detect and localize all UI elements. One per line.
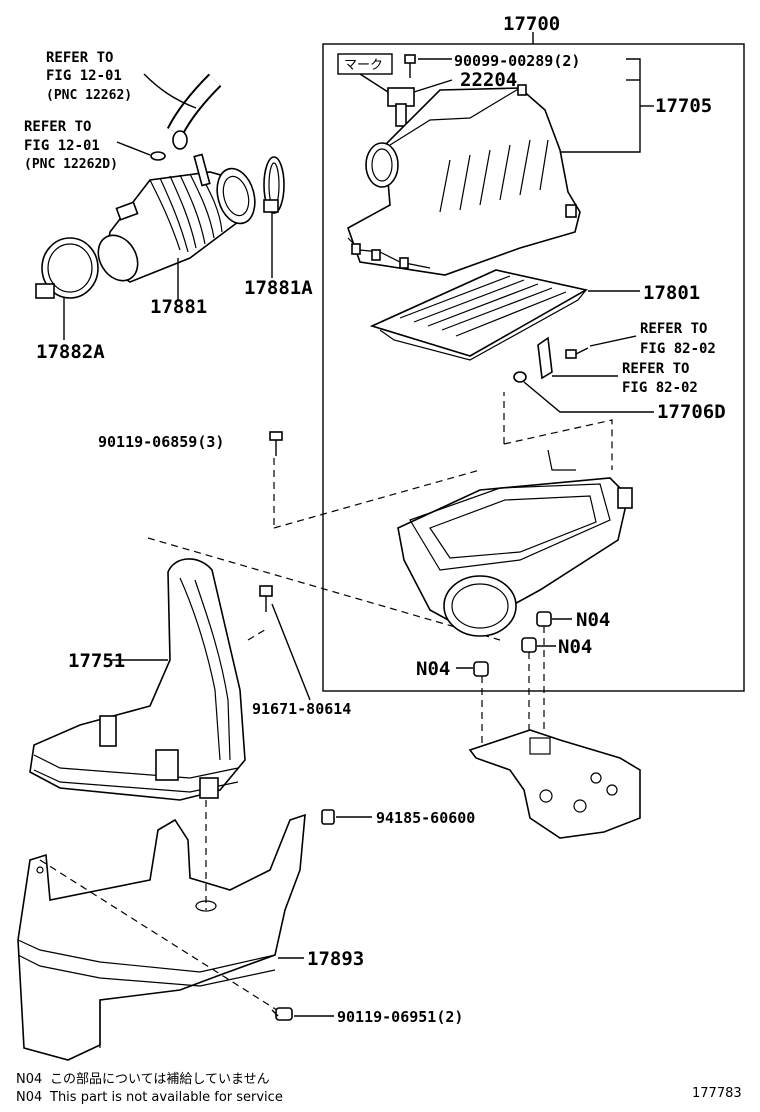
- label-17881[interactable]: 17881: [150, 296, 207, 318]
- sensor-22204: [387, 87, 415, 127]
- label-n04-3[interactable]: N04: [416, 658, 450, 680]
- ref-82-02-a[interactable]: REFER TO FIG 82-02: [640, 321, 716, 357]
- label-22204[interactable]: 22204: [460, 69, 517, 91]
- diagram-id: 177783: [692, 1086, 742, 1101]
- mark-box: [337, 53, 393, 75]
- label-17881a[interactable]: 17881A: [244, 277, 313, 299]
- small-clamp: [150, 151, 166, 161]
- footnote-text-jp: この部品については補給していません: [50, 1072, 270, 1087]
- air-cleaner-case: [397, 449, 633, 637]
- label-90099[interactable]: 90099-00289(2): [454, 52, 580, 70]
- filter-element-17801: [369, 269, 589, 361]
- clamp-17882a: [35, 237, 99, 299]
- cushion-n04-3: [473, 661, 489, 677]
- label-91671[interactable]: 91671-80614: [252, 700, 351, 718]
- intake-hose-17881: [97, 153, 256, 283]
- footnote-text-en: This part is not available for service: [49, 1090, 283, 1105]
- label-17705[interactable]: 17705: [655, 95, 712, 117]
- nut-94185: [321, 809, 335, 825]
- clip-91671: [259, 585, 273, 612]
- footnote-code-jp: N04: [16, 1072, 42, 1087]
- bolt-90099: [404, 54, 416, 78]
- label-17700[interactable]: 17700: [503, 13, 560, 35]
- ref-12262[interactable]: REFER TO FIG 12-01 (PNC 12262): [46, 50, 132, 103]
- mount-bracket: [468, 729, 641, 839]
- label-n04-1[interactable]: N04: [576, 609, 610, 631]
- label-90119-06859[interactable]: 90119-06859(3): [98, 433, 224, 451]
- air-cleaner-cap-17705: [347, 84, 581, 276]
- label-n04-2[interactable]: N04: [558, 636, 592, 658]
- label-90119-06951[interactable]: 90119-06951(2): [337, 1008, 463, 1026]
- ref-12262d[interactable]: REFER TO FIG 12-01 (PNC 12262D): [24, 119, 118, 172]
- air-inlet-17751: [29, 558, 246, 801]
- label-17801[interactable]: 17801: [643, 282, 700, 304]
- hose-segment: [166, 73, 222, 150]
- label-17882a[interactable]: 17882A: [36, 341, 105, 363]
- label-17751[interactable]: 17751: [68, 650, 125, 672]
- label-94185[interactable]: 94185-60600: [376, 809, 475, 827]
- bolt-90119-06859: [269, 431, 283, 456]
- bolt-82-02: [565, 347, 589, 359]
- label-17893[interactable]: 17893: [307, 948, 364, 970]
- cushion-n04-1: [536, 611, 552, 627]
- bracket-82-02: [537, 336, 553, 380]
- label-mark: マーク: [344, 58, 383, 73]
- bolt-90119-06951: [271, 1007, 293, 1021]
- clamp-17881a: [263, 156, 285, 214]
- footnote-code-en: N04: [16, 1090, 42, 1105]
- grommet-17706d: [513, 371, 527, 383]
- ref-82-02-b[interactable]: REFER TO FIG 82-02: [622, 361, 698, 396]
- label-17706d[interactable]: 17706D: [657, 401, 726, 423]
- cushion-n04-2: [521, 637, 537, 653]
